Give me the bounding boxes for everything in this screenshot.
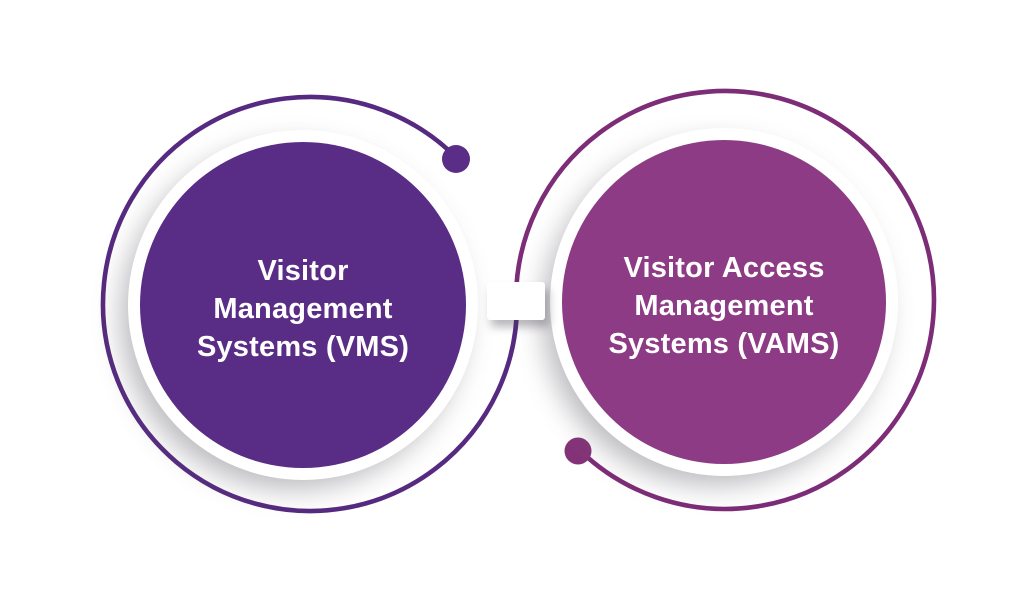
- vams-label-line-1: Visitor Access: [623, 252, 825, 284]
- vms-circle: Visitor Management Systems (VMS): [140, 142, 466, 468]
- connector-bar: [487, 282, 545, 320]
- right-orbit-dot-icon: [564, 437, 592, 465]
- vms-label: Visitor Management Systems (VMS): [197, 252, 409, 366]
- vms-label-line-2: Management: [213, 293, 393, 325]
- vams-circle: Visitor Access Management Systems (VAMS): [562, 140, 886, 464]
- right-orbit-ring-arc: [513, 88, 937, 512]
- vams-label-line-2: Management: [634, 290, 814, 322]
- left-orbit-ring-arc: [100, 94, 520, 514]
- vams-label: Visitor Access Management Systems (VAMS): [608, 249, 839, 363]
- left-orbit-dot-icon: [442, 145, 470, 173]
- vms-label-line-3: Systems (VMS): [196, 331, 410, 363]
- vams-label-line-3: Systems (VAMS): [608, 328, 840, 360]
- vms-label-line-1: Visitor: [257, 255, 349, 287]
